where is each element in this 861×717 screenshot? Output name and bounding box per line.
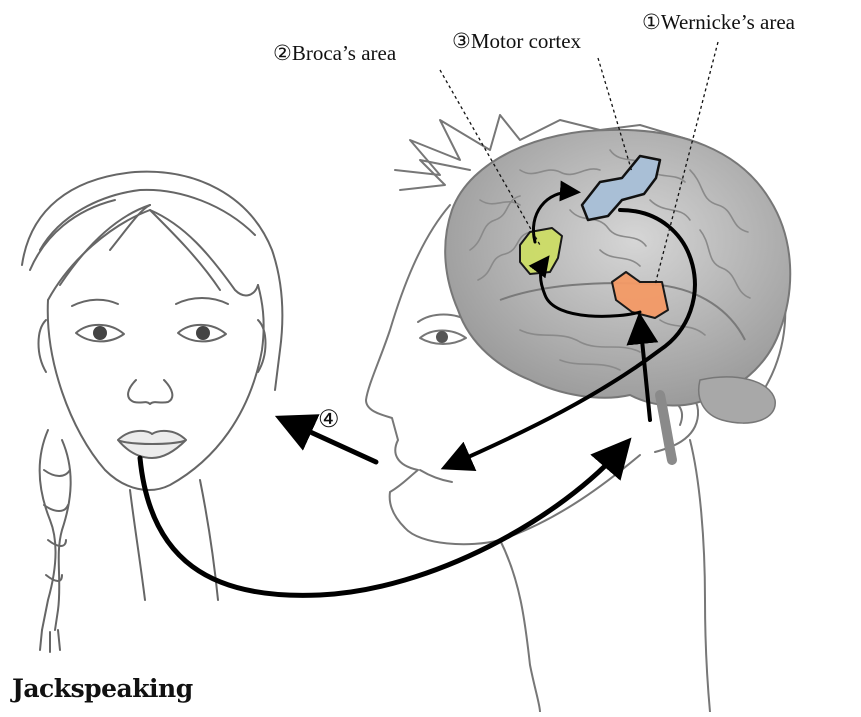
- motor-cortex-label: ③Motor cortex: [452, 31, 581, 52]
- step4-label: ④: [318, 408, 340, 432]
- brand-logo-text: Jackspeaking: [12, 676, 193, 701]
- wernicke-area-label: ①Wernicke’s area: [642, 12, 795, 33]
- broca-area-label: ②Broca’s area: [273, 43, 396, 64]
- arrow-speech-to-ear: [140, 445, 625, 595]
- girl-face-sketch: [22, 172, 282, 652]
